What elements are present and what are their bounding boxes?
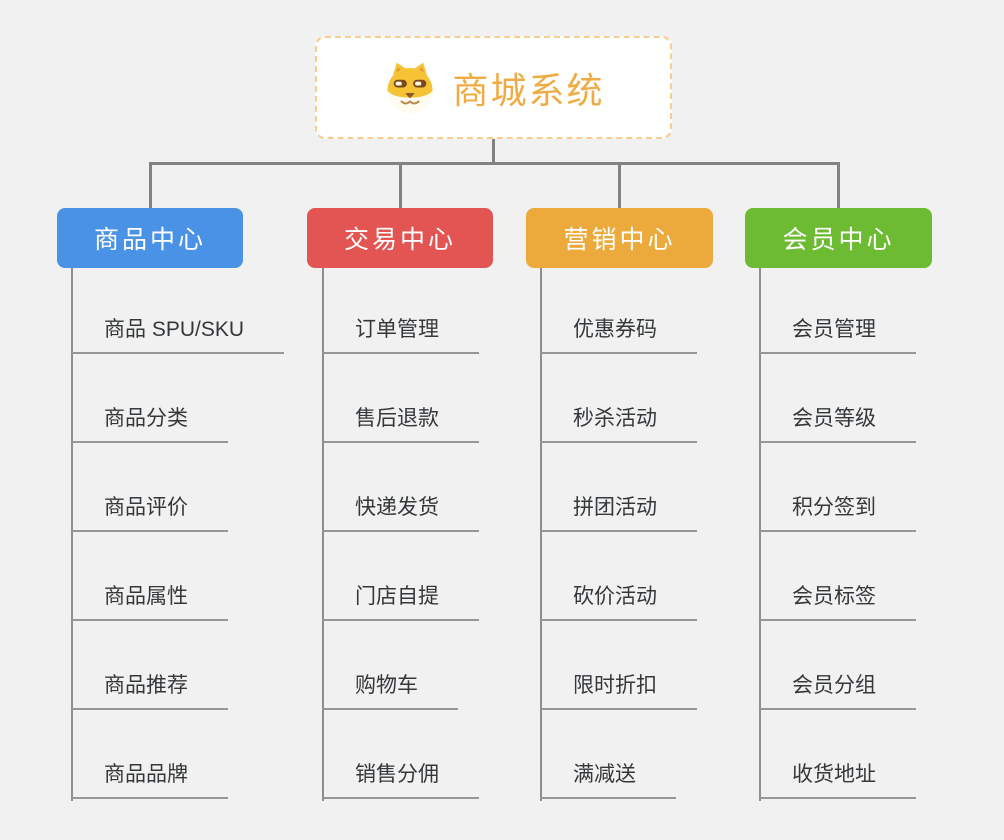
leaf-node[interactable]: 商品推荐: [71, 672, 228, 710]
branch-children-trade: 订单管理 售后退款 快递发货 门店自提 购物车 销售分佣: [322, 268, 479, 799]
connector-drop-4: [837, 162, 840, 209]
leaf-node[interactable]: 秒杀活动: [540, 405, 697, 443]
connector-drop-3: [618, 162, 621, 209]
leaf-node[interactable]: 拼团活动: [540, 494, 697, 532]
branch-node-trade-center[interactable]: 交易中心: [307, 208, 493, 268]
leaf-node[interactable]: 优惠券码: [540, 316, 697, 354]
leaf-node[interactable]: 门店自提: [322, 583, 479, 621]
leaf-node[interactable]: 商品 SPU/SKU: [71, 316, 285, 354]
connector-drop-1: [149, 162, 152, 209]
leaf-node[interactable]: 会员标签: [759, 583, 916, 621]
branch-node-member-center[interactable]: 会员中心: [745, 208, 932, 268]
branch-children-product: 商品 SPU/SKU 商品分类 商品评价 商品属性 商品推荐 商品品牌: [71, 268, 285, 799]
connector-trunk-1: [71, 268, 73, 801]
leaf-node[interactable]: 积分签到: [759, 494, 916, 532]
leaf-node[interactable]: 订单管理: [322, 316, 479, 354]
branch-node-product-center[interactable]: 商品中心: [57, 208, 243, 268]
leaf-node[interactable]: 商品分类: [71, 405, 228, 443]
leaf-node[interactable]: 砍价活动: [540, 583, 697, 621]
root-node-title: 商城系统: [452, 69, 605, 111]
leaf-node[interactable]: 会员管理: [759, 316, 916, 354]
leaf-node[interactable]: 会员等级: [759, 405, 916, 443]
branch-children-member: 会员管理 会员等级 积分签到 会员标签 会员分组 收货地址: [759, 268, 916, 799]
leaf-node[interactable]: 商品评价: [71, 494, 228, 532]
connector-trunk-4: [759, 268, 761, 801]
root-node[interactable]: 商城系统: [315, 36, 672, 139]
leaf-node[interactable]: 销售分佣: [322, 761, 479, 799]
doge-face-icon: [382, 61, 438, 114]
leaf-node[interactable]: 商品品牌: [71, 761, 228, 799]
leaf-node[interactable]: 会员分组: [759, 672, 916, 710]
leaf-node[interactable]: 满减送: [540, 761, 676, 799]
connector-root-drop: [492, 139, 495, 165]
leaf-node[interactable]: 购物车: [322, 672, 458, 710]
leaf-node[interactable]: 收货地址: [759, 761, 916, 799]
leaf-node[interactable]: 售后退款: [322, 405, 479, 443]
leaf-node[interactable]: 限时折扣: [540, 672, 697, 710]
connector-drop-2: [399, 162, 402, 209]
leaf-node[interactable]: 快递发货: [322, 494, 479, 532]
branch-children-marketing: 优惠券码 秒杀活动 拼团活动 砍价活动 限时折扣 满减送: [540, 268, 697, 799]
connector-trunk-3: [540, 268, 542, 801]
connector-horizontal: [149, 162, 840, 165]
branch-node-marketing-center[interactable]: 营销中心: [526, 208, 713, 268]
connector-trunk-2: [322, 268, 324, 801]
leaf-node[interactable]: 商品属性: [71, 583, 228, 621]
